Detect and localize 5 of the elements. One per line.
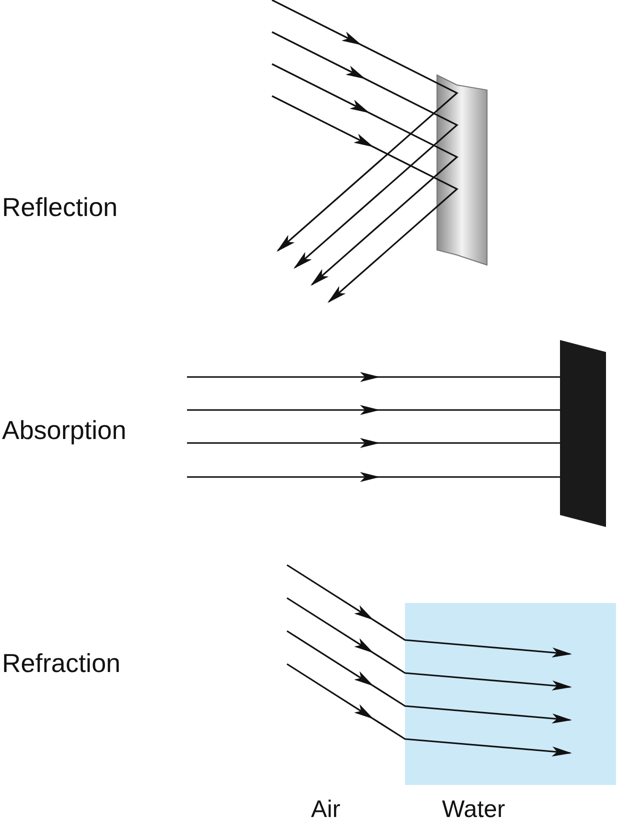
medium-label: Air [311, 798, 340, 822]
medium-label: Water [442, 798, 506, 822]
section-label: Refraction [2, 650, 120, 676]
section-label: Absorption [2, 417, 126, 443]
section-label: Reflection [2, 194, 118, 220]
